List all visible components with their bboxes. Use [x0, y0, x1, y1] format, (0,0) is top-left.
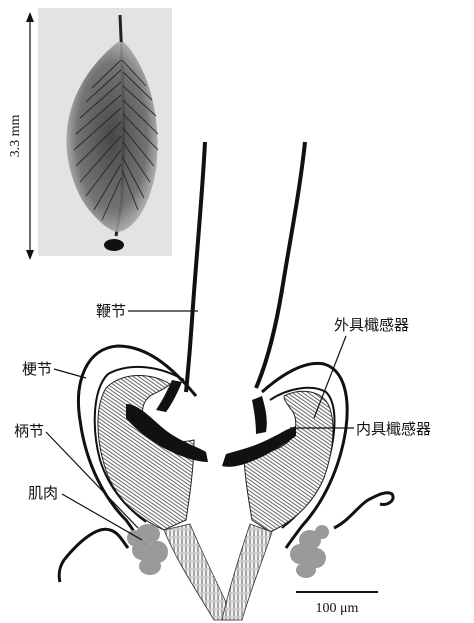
scale-bar: 100 μm — [296, 592, 378, 616]
head-cuticle-right — [334, 493, 393, 528]
label-pedicel: 梗节 — [22, 360, 52, 378]
flagellum-left-wall — [186, 142, 205, 392]
nerve-left — [164, 524, 234, 620]
label-muscle: 肌肉 — [28, 484, 58, 502]
head-cuticle-left — [64, 529, 128, 560]
flagellum-right-base — [252, 396, 267, 434]
photo-scale-arrow — [26, 12, 34, 260]
label-flagellum: 鞭节 — [96, 302, 126, 320]
photo-antenna-base — [104, 239, 124, 251]
label-outer-organ: 外具檝感器 — [334, 316, 409, 334]
head-cuticle-left-tip — [59, 560, 64, 582]
nerve-right — [222, 524, 272, 620]
flagellum-right-wall — [256, 142, 305, 388]
leader-pedicel — [54, 369, 86, 378]
photo-scale-label: 3.3 mm — [8, 115, 23, 158]
antenna-photo: 3.3 mm — [8, 8, 172, 260]
annotations: 鞭节 梗节 柄节 肌肉 外具檝感器 内具檝感器 — [14, 302, 431, 540]
label-inner-organ: 内具檝感器 — [356, 420, 431, 438]
muscle-left — [127, 524, 168, 575]
scale-bar-label: 100 μm — [316, 601, 359, 616]
label-scape: 柄节 — [14, 422, 44, 440]
